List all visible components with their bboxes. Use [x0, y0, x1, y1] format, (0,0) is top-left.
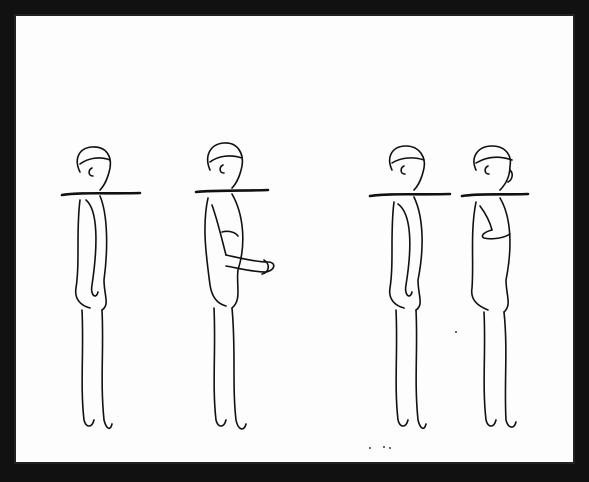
head-outline: [77, 147, 110, 190]
figure-1: [62, 147, 140, 428]
cap-line: [476, 157, 512, 163]
head-outline: [390, 146, 425, 190]
ear: [401, 166, 405, 174]
leg-front: [416, 310, 426, 428]
arm: [86, 200, 98, 296]
elbow-mark: [222, 231, 238, 236]
torso-front: [500, 198, 510, 312]
figure-4: [462, 146, 528, 427]
scan-specks: [369, 331, 457, 449]
leg-front: [102, 310, 112, 428]
torso-back: [76, 200, 90, 308]
cap-line: [210, 156, 242, 162]
ear: [220, 165, 224, 173]
figure-3: [370, 146, 450, 428]
horizontal-bar: [370, 194, 450, 196]
leg-front: [504, 312, 516, 427]
head-outline: [474, 146, 510, 190]
arm-upper: [212, 205, 226, 255]
torso-front: [100, 196, 107, 310]
cap-line: [392, 158, 424, 163]
leg-back: [82, 310, 94, 426]
horizontal-bar: [62, 193, 140, 195]
figure-2: [196, 143, 274, 429]
horizontal-bar: [462, 194, 528, 196]
torso-front: [414, 197, 422, 310]
arm: [398, 204, 412, 296]
ear: [485, 166, 489, 174]
head-outline: [208, 143, 243, 188]
torso-front: [232, 194, 243, 308]
leg-back: [214, 308, 226, 426]
horizontal-bar: [196, 190, 268, 192]
arm-upper: [480, 206, 492, 230]
torso-back: [472, 202, 488, 310]
torso-back: [390, 202, 404, 308]
arm-forearm: [482, 230, 510, 239]
ear: [89, 168, 93, 176]
leg-front: [232, 308, 246, 429]
leg-back: [484, 312, 496, 426]
leg-back: [396, 310, 408, 426]
cap-line: [80, 158, 110, 164]
